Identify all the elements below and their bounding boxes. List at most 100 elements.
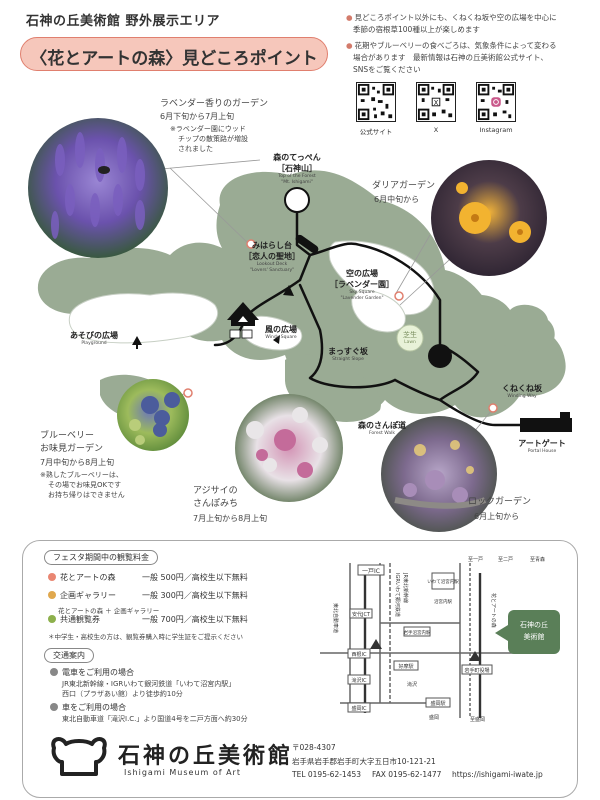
fee-price: 一般 500円／高校生以下無料: [142, 573, 248, 582]
windy-square-label-en: Windy Square: [265, 335, 297, 340]
spot-lavender-note-2: チップの散策路が増設: [178, 135, 248, 143]
art-gate-marker: [520, 418, 572, 432]
spot-hydrangea-title-1: アジサイの: [193, 486, 238, 496]
museum-badge-line-1: 石神の丘: [520, 620, 548, 629]
qr-code-icon: X: [416, 82, 456, 122]
koma-station-box: [393, 660, 419, 671]
spot-blueberry-title-2: お味見ガーデン: [40, 444, 104, 454]
windy-square-label: 風の広場: [265, 325, 297, 334]
plaza-node: [428, 344, 452, 368]
iwate-station-box: [403, 626, 431, 637]
access-heading: 交通案内: [44, 648, 94, 663]
museum-pointer-icon: [495, 625, 508, 641]
spot-blueberry-note-1: ※熟したブルーベリーは、: [40, 471, 123, 479]
qr-x-label: X: [433, 126, 439, 134]
playground-label-en: Playground: [81, 341, 107, 346]
website-link[interactable]: https://ishigami-iwate.jp: [452, 770, 543, 779]
museum-logo-icon: [51, 737, 107, 776]
spot-lavender-note-1: ※ラベンダー園にウッド: [170, 125, 246, 133]
spot-dahlia-title: ダリアガーデン: [372, 181, 436, 191]
morioka-station-label: 盛岡駅: [430, 700, 445, 707]
town-hall-box: [461, 664, 493, 675]
fee-row: 花とアートの森: [48, 572, 116, 583]
qr-official[interactable]: [356, 82, 396, 126]
spot-blueberry-note-2: その場でお味見OKです: [48, 481, 122, 489]
playground-label: あそびの広場: [70, 331, 118, 340]
lookout-deck-marker: [295, 234, 319, 254]
lookout-label-en-2: "Lovers' Sanctuary": [249, 268, 295, 273]
museum-badge-line-2: 美術館: [524, 632, 545, 641]
takizawa-ic-label: 滝沢IC: [352, 677, 367, 684]
ashiro-jct-box: [349, 608, 373, 619]
sky-square-label: 空の広場: [346, 269, 378, 278]
to-aomori-label: 至青森: [530, 556, 545, 563]
forest-walk-label: 森のさんぽ道: [358, 421, 406, 430]
summit-label-en-1: Top of the Forest: [278, 174, 316, 179]
park-map: [28, 118, 572, 532]
ashiro-jct-label: 安代JCT: [352, 611, 371, 618]
qr-code-icon: [476, 82, 516, 122]
train-line-2: 西口（プラザあい館）より徒歩約10分: [62, 690, 183, 698]
photo-dahlia: [431, 160, 547, 276]
qr-code-icon: [356, 82, 396, 122]
spot-lavender-title: ラベンダー香りのガーデン: [160, 99, 269, 109]
straight-slope-label: まっすぐ坂: [328, 347, 368, 356]
tel: TEL 0195-62-1453: [292, 770, 362, 779]
forest-walk-label-en: Forest Walk: [368, 431, 395, 436]
fee-color-dot: [48, 591, 56, 599]
art-gate-label: アートゲート: [518, 439, 566, 448]
flower-art-forest-label: 花とアートの森: [490, 593, 497, 628]
note-line-1: ●見どころポイント以外にも、くねくね坂や空の広場を中心に: [346, 13, 557, 22]
page-title: 石神の丘美術館 野外展示エリア: [26, 14, 221, 29]
summit-node: [284, 187, 310, 213]
fee-color-dot: [48, 573, 56, 581]
numakunai-label: 沼宮内駅: [434, 598, 452, 605]
lawn-label: 芝生: [403, 331, 417, 339]
bullet-icon: ●: [346, 13, 353, 22]
spot-lavender-note-3: されました: [178, 145, 213, 153]
car-line-1: 東北自動車道「滝沢I.C.」より国道4号を二戸方面へ約30分: [62, 715, 248, 723]
subtitle-text: 〈花とアートの森〉見どころポイント: [30, 49, 318, 69]
train-line-1: JR東北新幹線・IGRいわて銀河鉄道「いわて沼宮内駅」: [62, 680, 236, 688]
photo-rockgarden: [381, 416, 497, 532]
fee-price: 一般 300円／高校生以下無料: [142, 591, 248, 600]
sky-square-label-2: ［ラベンダー園］: [330, 280, 394, 289]
note-line-4: 場合があります 最新情報は石神の丘美術館公式サイト、: [353, 53, 548, 62]
student-note: ＊中学生・高校生の方は、観覧券購入時に学生証をご提示ください: [48, 633, 243, 641]
museum-name: 石神の丘美術館: [118, 743, 294, 769]
winding-way-label: くねくね坂: [502, 384, 542, 393]
lookout-label-2: ［恋人の聖地］: [244, 252, 300, 261]
car-bullet-icon: [50, 703, 58, 711]
note-line-2: 季節の宿根草100種以上が楽しめます: [353, 25, 480, 34]
sky-square-label-en-2: "Lavender Garden": [340, 296, 384, 301]
pavilion-icon: [227, 302, 259, 326]
morioka-ic-box: [347, 702, 371, 713]
photo-lavender: [28, 118, 168, 258]
toilet-icon: [229, 329, 253, 339]
qr-x[interactable]: X: [416, 82, 456, 126]
qr-instagram-label: Instagram: [479, 126, 513, 134]
ichinohe-ic-label: 一戸IC: [362, 568, 380, 575]
to-ichinohe-label: 至一戸: [468, 557, 483, 563]
koma-station-label: 好摩駅: [398, 663, 413, 670]
qr-instagram[interactable]: [476, 82, 516, 126]
summit-label-en-2: "Mt. Ishigami": [281, 180, 313, 185]
access-road-map: 石神の丘 美術館 一戸IC 東北自動車道 IGRいわて銀河鉄道 JR東北新幹線 …: [320, 553, 572, 723]
fee-name: 花とアートの森: [60, 573, 116, 582]
town-hall-label: 岩手町役場: [464, 667, 489, 674]
zip-code: 〒028-4307: [292, 743, 336, 752]
highway-line: [363, 573, 482, 718]
address: 岩手県岩手郡岩手町大字五日市10-121-21: [292, 757, 436, 766]
spot-rock-title: ロックガーデン: [468, 497, 532, 507]
arrow-icon: [283, 285, 294, 296]
fax: FAX 0195-62-1477: [372, 770, 442, 779]
lawn-label-en: Lawn: [404, 340, 416, 345]
svg-text:X: X: [434, 99, 439, 107]
spot-blueberry-note-3: お持ち帰りはできません: [48, 491, 125, 499]
takizawa-ic-box: [347, 674, 371, 685]
qr-official-label: 公式サイト: [359, 128, 393, 136]
arrow-icon: [273, 335, 280, 344]
tree-icon: [132, 336, 142, 349]
lawn-circle: [396, 324, 424, 352]
igr-label: IGRいわて銀河鉄道: [394, 573, 401, 617]
